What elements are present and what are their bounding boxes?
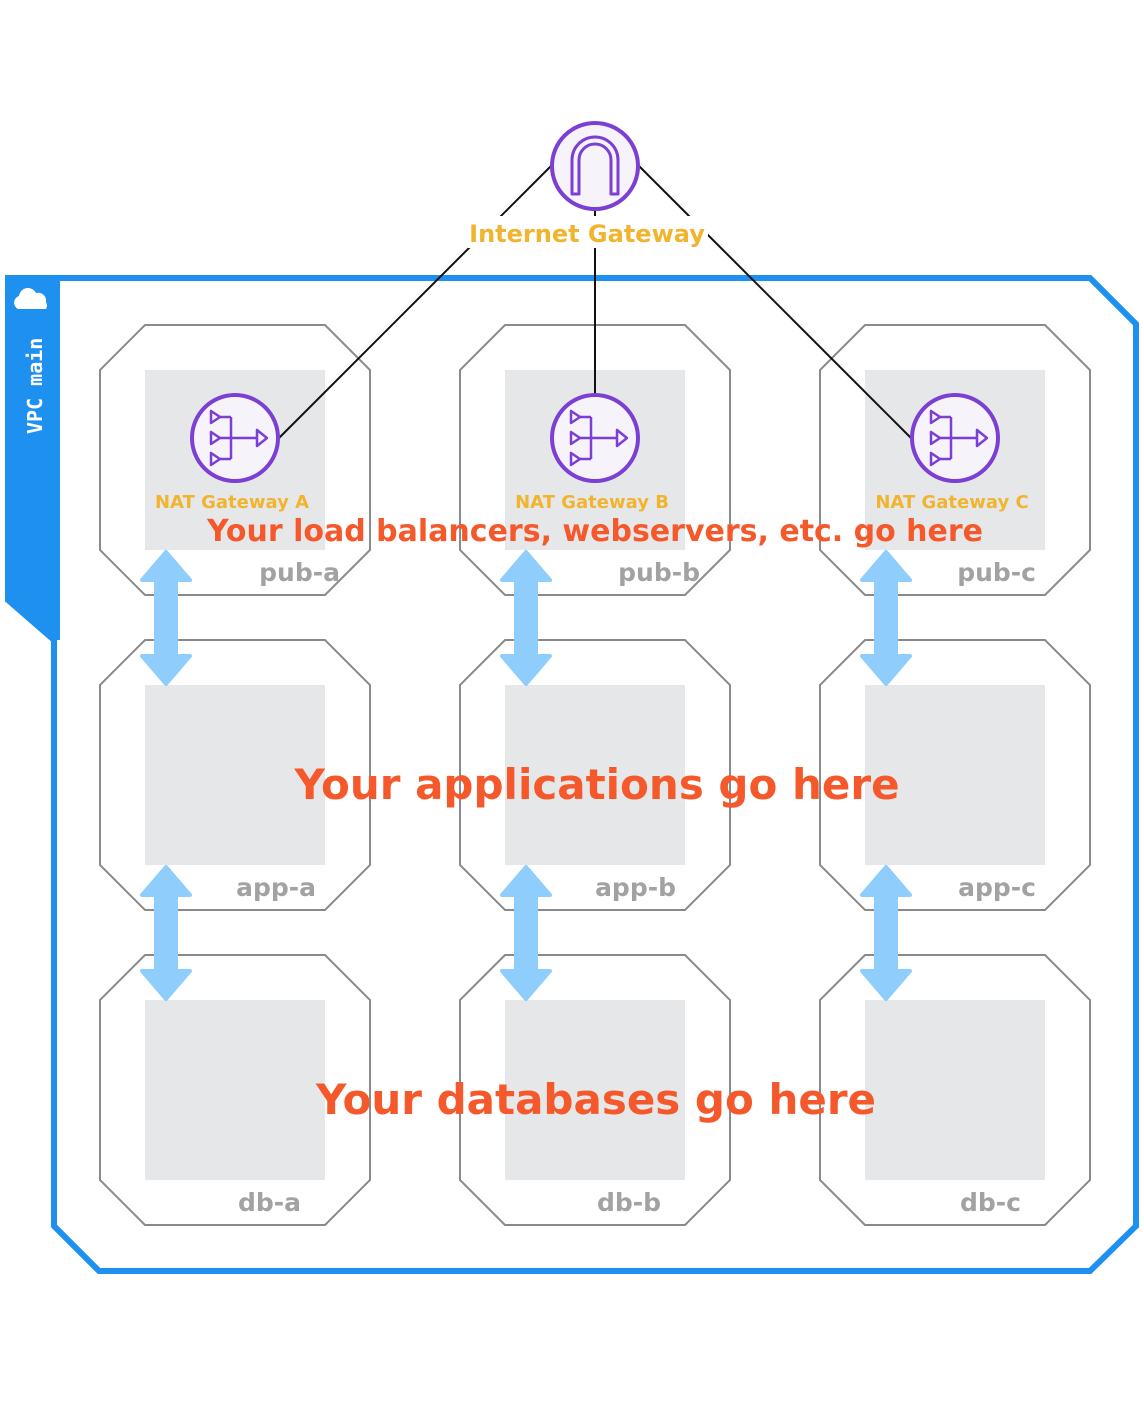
banner-public-tier: Your load balancers, webservers, etc. go… bbox=[206, 514, 983, 549]
subnet-label: app-c bbox=[958, 873, 1036, 902]
subnet-label: db-c bbox=[960, 1188, 1021, 1217]
nat-gateway-icon bbox=[550, 393, 640, 483]
subnet-label: db-b bbox=[597, 1188, 661, 1217]
internet-gateway-label: Internet Gateway bbox=[469, 220, 705, 248]
subnet-pub-c: pub-c bbox=[819, 324, 1091, 596]
subnet-app-b: app-b bbox=[459, 639, 731, 911]
subnet-label: pub-c bbox=[957, 558, 1036, 587]
banner-app-tier: Your applications go here bbox=[293, 760, 899, 809]
nat-gateway-icon bbox=[190, 393, 280, 483]
subnet-app-c: app-c bbox=[819, 639, 1091, 911]
subnet-label: pub-b bbox=[618, 558, 700, 587]
line-igw-nat-c bbox=[637, 164, 912, 439]
subnet-db-c: db-c bbox=[819, 954, 1091, 1226]
nat-gateway-icon bbox=[910, 393, 1000, 483]
cloud-icon bbox=[14, 288, 47, 309]
subnet-label: pub-a bbox=[259, 558, 340, 587]
subnet-db-b: db-b bbox=[459, 954, 731, 1226]
internet-gateway-icon bbox=[550, 121, 640, 211]
subnet-label: app-b bbox=[595, 873, 676, 902]
subnet-label: app-a bbox=[236, 873, 316, 902]
subnet-app-a: app-a bbox=[99, 639, 371, 911]
internet-gateway: Internet Gateway bbox=[468, 121, 708, 248]
nat-gateway-label: NAT Gateway B bbox=[515, 492, 669, 513]
subnet-db-a: db-a bbox=[99, 954, 371, 1226]
line-igw-nat-a bbox=[278, 164, 553, 439]
nat-gateway-a: NAT Gateway A bbox=[155, 393, 309, 513]
vpc-label: VPC main bbox=[23, 338, 47, 434]
nat-gateway-c: NAT Gateway C bbox=[875, 393, 1029, 513]
subnet-label: db-a bbox=[238, 1188, 301, 1217]
banner-db-tier: Your databases go here bbox=[315, 1075, 876, 1124]
nat-gateway-b: NAT Gateway B bbox=[515, 393, 669, 513]
nat-gateway-label: NAT Gateway C bbox=[875, 492, 1028, 513]
nat-gateway-label: NAT Gateway A bbox=[155, 492, 309, 513]
